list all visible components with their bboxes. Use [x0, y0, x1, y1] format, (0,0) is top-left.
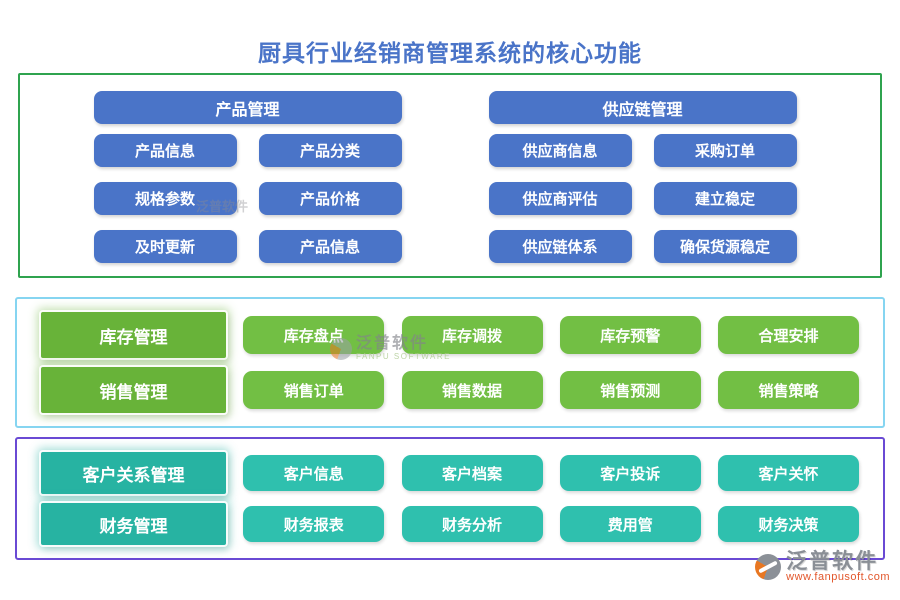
fanpu-logo-icon [755, 554, 782, 580]
brand-website: www.fanpusoft.com [786, 571, 890, 583]
supply-chain-system-button[interactable]: 供应链体系 [488, 230, 632, 263]
establish-stable-button[interactable]: 建立稳定 [653, 182, 797, 215]
expense-management-button[interactable]: 费用管 [559, 506, 701, 542]
inventory-management-header[interactable]: 库存管理 [41, 312, 226, 358]
customer-archive-button[interactable]: 客户档案 [401, 455, 543, 491]
crm-header[interactable]: 客户关系管理 [41, 452, 226, 494]
supply-chain-group: 供应链管理 供应商信息 采购订单 供应商评估 建立稳定 供应链体系 确保货源稳定 [488, 91, 797, 276]
supplier-info-button[interactable]: 供应商信息 [488, 134, 632, 167]
sales-strategy-button[interactable]: 销售策略 [718, 371, 859, 409]
ensure-supply-button[interactable]: 确保货源稳定 [653, 230, 797, 263]
sales-management-header[interactable]: 销售管理 [41, 367, 226, 413]
customer-care-button[interactable]: 客户关怀 [718, 455, 859, 491]
supply-chain-grid: 供应商信息 采购订单 供应商评估 建立稳定 供应链体系 确保货源稳定 [488, 134, 797, 263]
inventory-row: 库存管理 库存盘点 库存调拨 库存预警 合理安排 [17, 312, 883, 358]
finance-decision-button[interactable]: 财务决策 [718, 506, 859, 542]
supply-chain-header[interactable]: 供应链管理 [488, 91, 797, 124]
product-info-2-button[interactable]: 产品信息 [258, 230, 402, 263]
middle-section-panel: 库存管理 库存盘点 库存调拨 库存预警 合理安排 销售管理 销售订单 销售数据 … [15, 297, 885, 428]
purchase-order-button[interactable]: 采购订单 [653, 134, 797, 167]
customer-complaint-button[interactable]: 客户投诉 [559, 455, 701, 491]
stock-alert-button[interactable]: 库存预警 [559, 316, 701, 354]
product-management-group: 产品管理 产品信息 产品分类 规格参数 产品价格 及时更新 产品信息 [93, 91, 402, 276]
product-management-header[interactable]: 产品管理 [93, 91, 402, 124]
sales-forecast-button[interactable]: 销售预测 [559, 371, 701, 409]
fanpu-brand-logo: 泛普软件 www.fanpusoft.com [755, 551, 890, 583]
stock-count-button[interactable]: 库存盘点 [243, 316, 385, 354]
stock-transfer-button[interactable]: 库存调拨 [401, 316, 543, 354]
finance-management-header[interactable]: 财务管理 [41, 503, 226, 545]
page-title: 厨具行业经销商管理系统的核心功能 [258, 40, 642, 66]
spec-params-button[interactable]: 规格参数 [93, 182, 237, 215]
finance-report-button[interactable]: 财务报表 [243, 506, 385, 542]
sales-data-button[interactable]: 销售数据 [401, 371, 543, 409]
supplier-eval-button[interactable]: 供应商评估 [488, 182, 632, 215]
finance-analysis-button[interactable]: 财务分析 [401, 506, 543, 542]
customer-row: 客户关系管理 客户信息 客户档案 客户投诉 客户关怀 [17, 452, 883, 494]
timely-update-button[interactable]: 及时更新 [93, 230, 237, 263]
sales-row: 销售管理 销售订单 销售数据 销售预测 销售策略 [17, 367, 883, 413]
reasonable-arrangement-button[interactable]: 合理安排 [718, 316, 859, 354]
product-management-grid: 产品信息 产品分类 规格参数 产品价格 及时更新 产品信息 [93, 134, 402, 263]
top-section-panel: 产品管理 产品信息 产品分类 规格参数 产品价格 及时更新 产品信息 供应链管理… [18, 73, 882, 278]
product-category-button[interactable]: 产品分类 [258, 134, 402, 167]
brand-name: 泛普软件 [786, 550, 879, 573]
finance-row: 财务管理 财务报表 财务分析 费用管 财务决策 [17, 503, 883, 545]
sales-order-button[interactable]: 销售订单 [243, 371, 385, 409]
customer-info-button[interactable]: 客户信息 [243, 455, 385, 491]
product-info-button[interactable]: 产品信息 [93, 134, 237, 167]
product-price-button[interactable]: 产品价格 [258, 182, 402, 215]
bottom-section-panel: 客户关系管理 客户信息 客户档案 客户投诉 客户关怀 财务管理 财务报表 财务分… [15, 437, 885, 560]
